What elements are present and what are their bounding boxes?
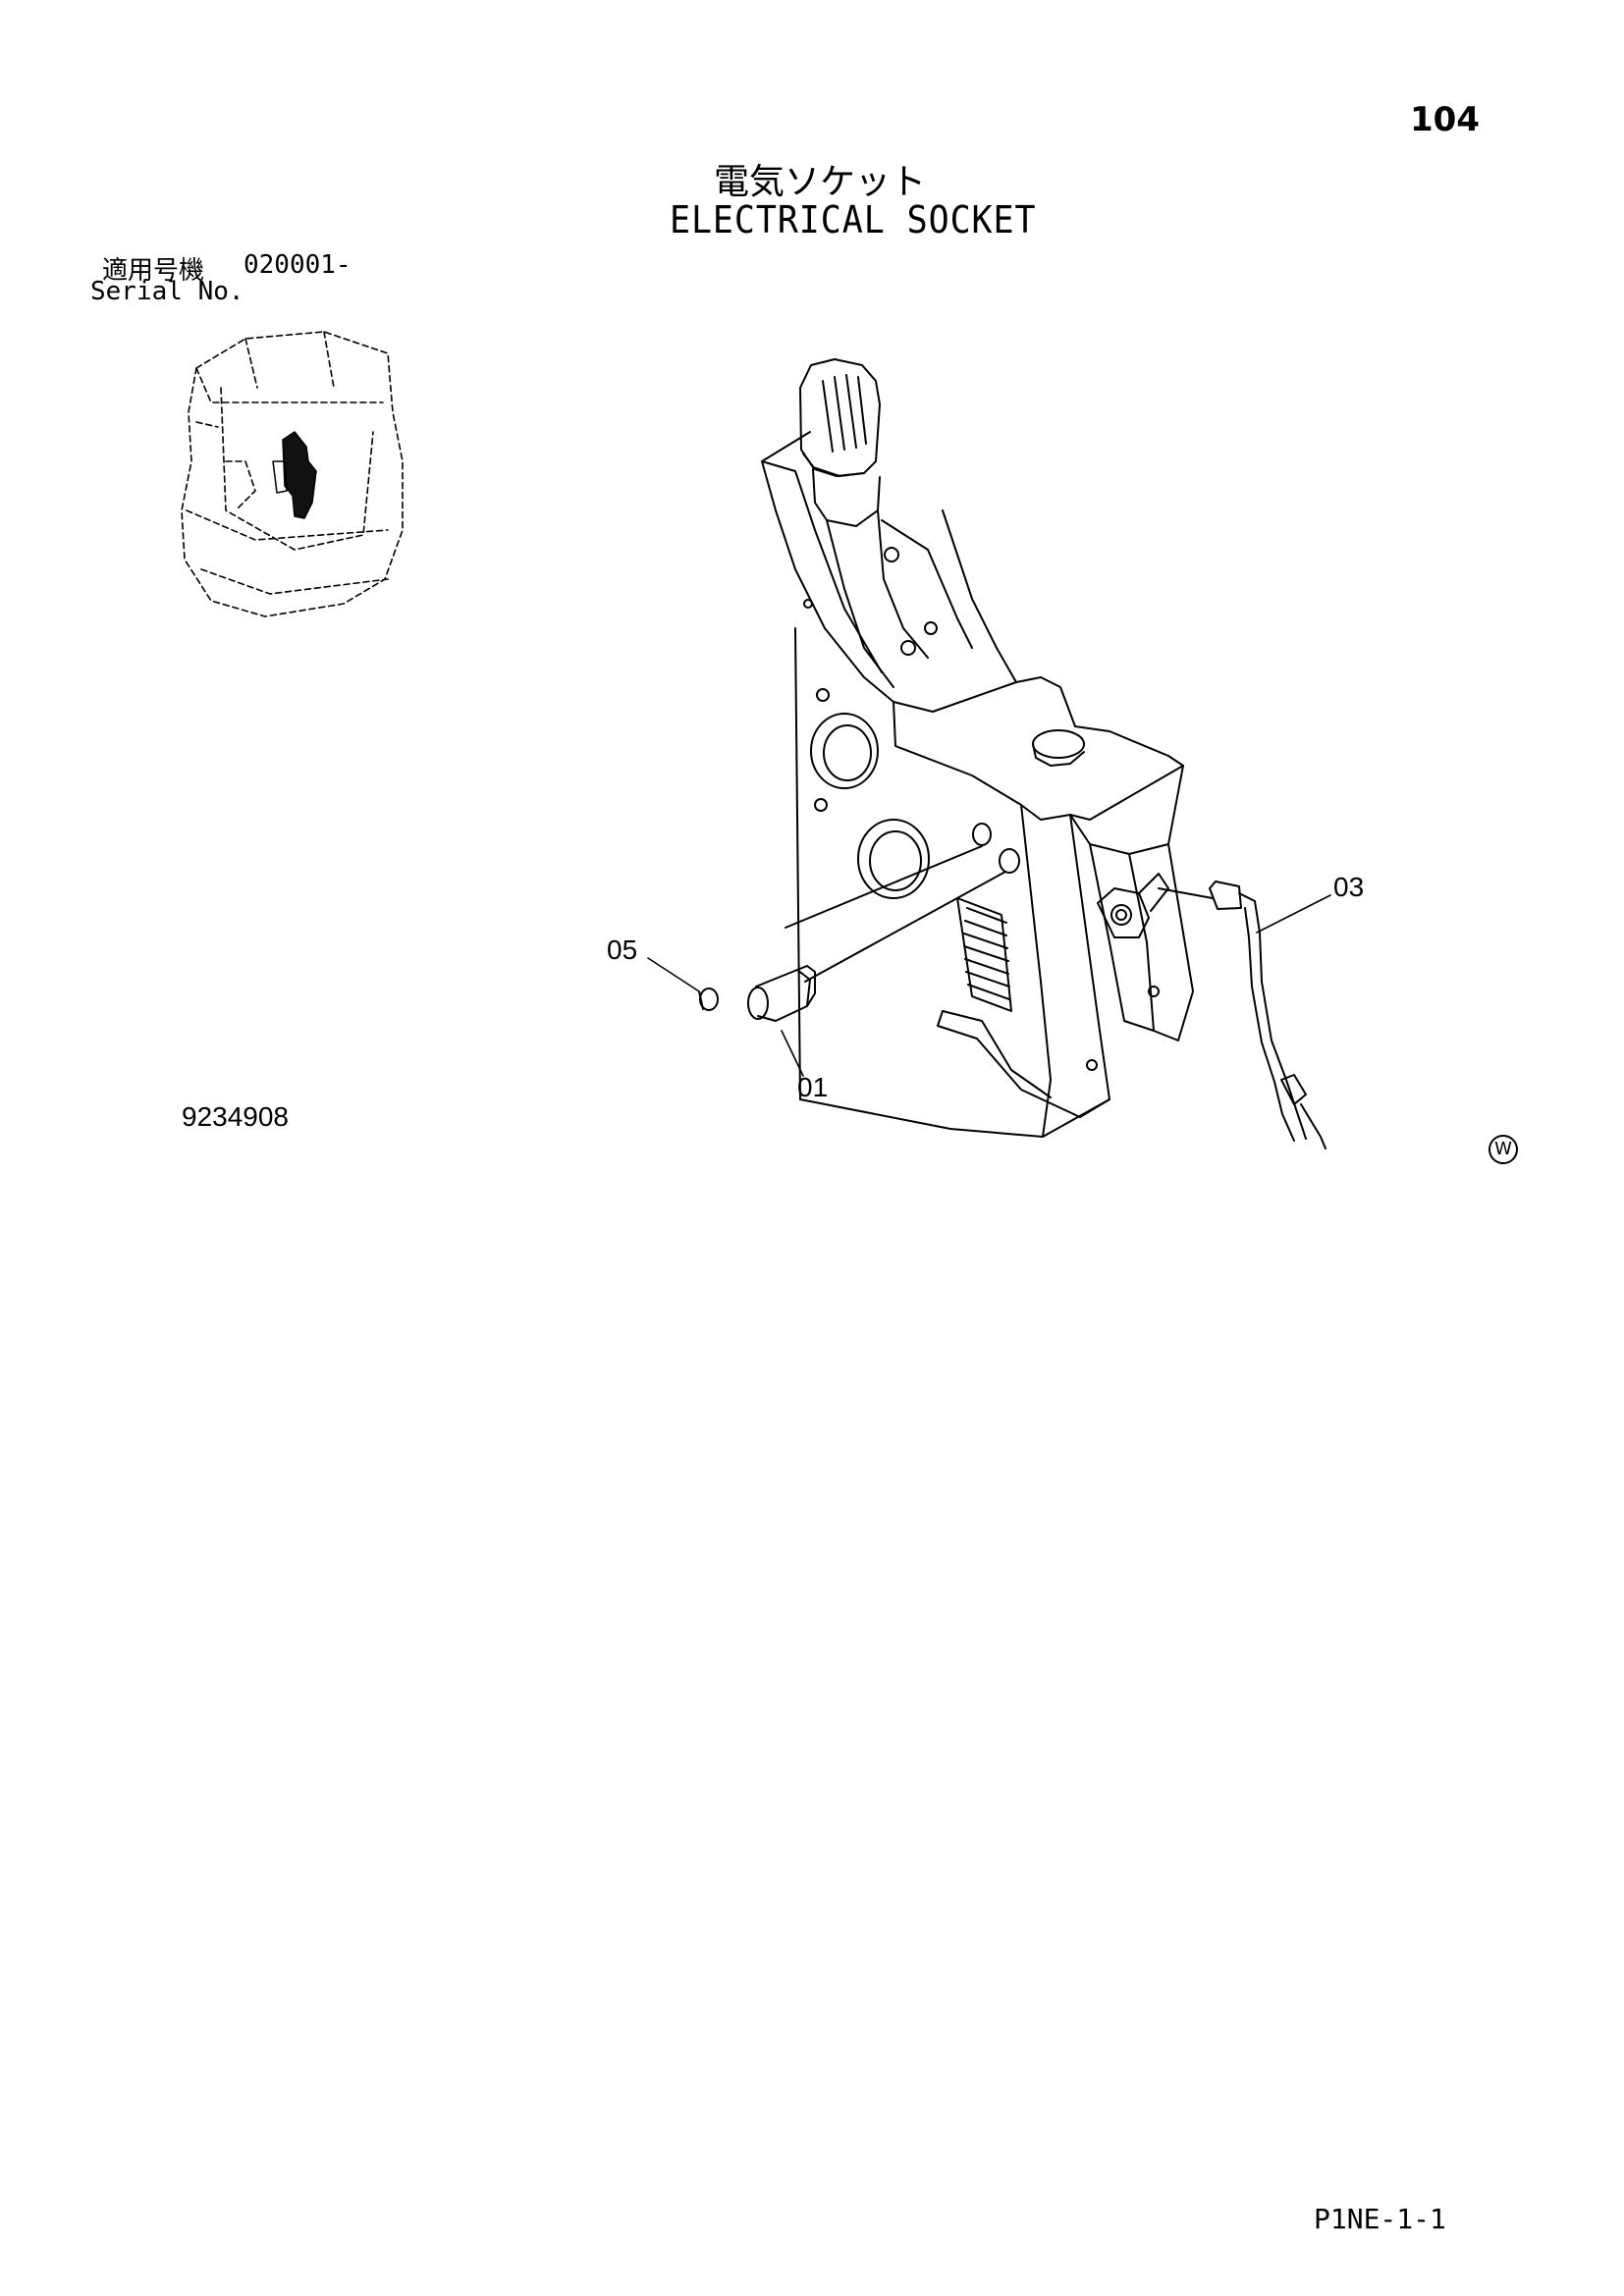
callout-03: 03 <box>1333 872 1365 902</box>
w-mark-icon: W <box>1489 1135 1518 1164</box>
harness-part <box>1158 881 1326 1149</box>
title-japanese: 電気ソケット <box>714 162 927 202</box>
serial-label-japanese: 適用号機 <box>102 256 205 286</box>
callout-05: 05 <box>607 934 638 965</box>
serial-label-english: Serial No. <box>90 277 244 306</box>
callout-leaders <box>647 894 1331 1077</box>
callout-01: 01 <box>797 1072 829 1102</box>
cab-overview-thumbnail <box>181 331 404 617</box>
title-english: ELECTRICAL SOCKET <box>670 198 1037 241</box>
page-number: 104 <box>1410 100 1480 139</box>
drawing-number: 9234908 <box>182 1101 290 1132</box>
socket-part <box>698 823 1020 1022</box>
cab-overview-highlight <box>272 431 317 519</box>
footer-code: P1NE-1-1 <box>1314 2203 1446 2235</box>
console-housing <box>761 358 1194 1138</box>
serial-value: 020001- <box>244 250 352 280</box>
